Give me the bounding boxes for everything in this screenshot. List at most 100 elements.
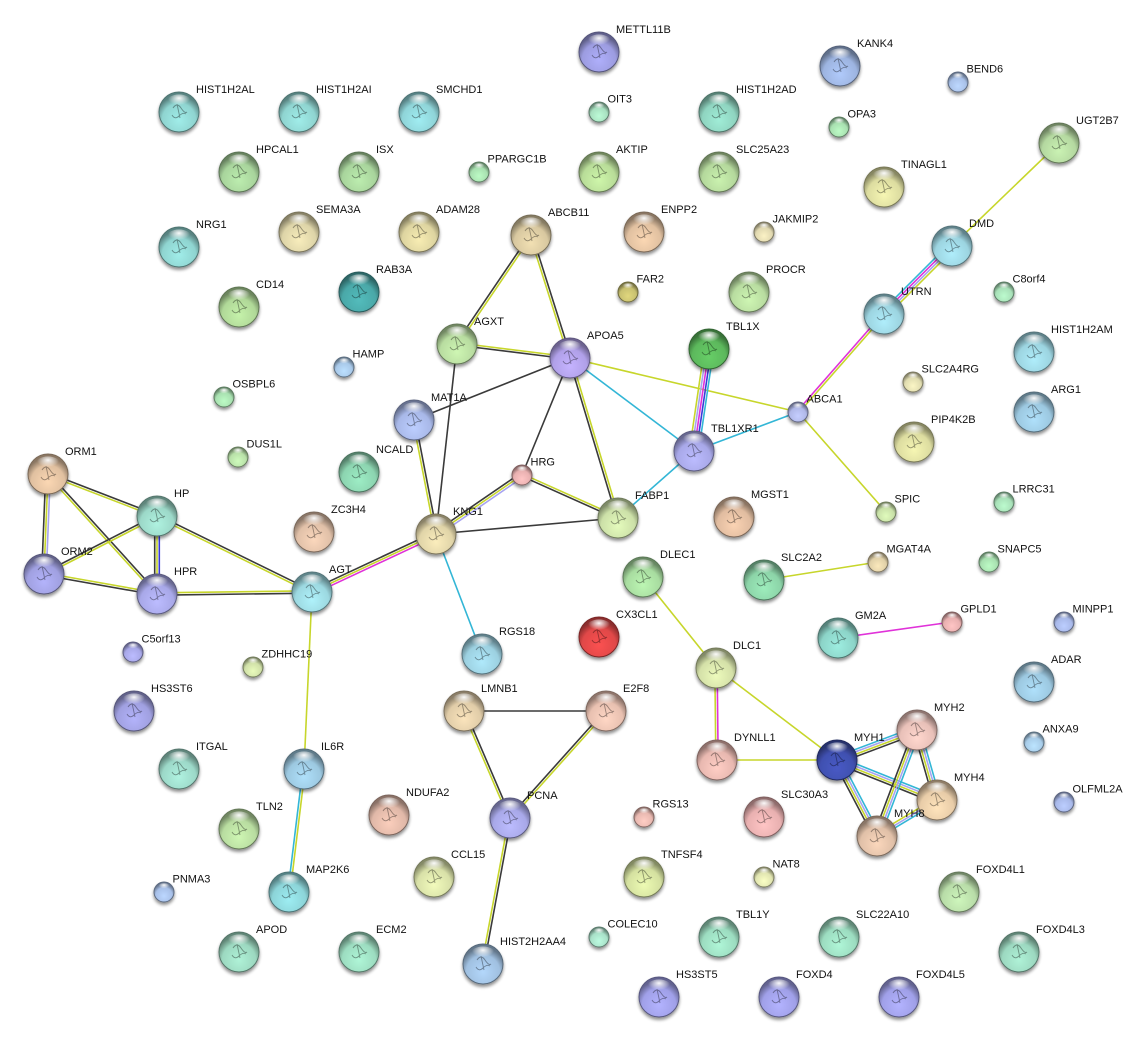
node-apod[interactable]: APOD xyxy=(218,924,287,973)
node-gpld1[interactable]: GPLD1 xyxy=(941,604,997,633)
node-agxt[interactable]: AGXT xyxy=(436,316,504,365)
edge-pcna-hist2h2aa4[interactable] xyxy=(481,817,512,965)
node-tln2[interactable]: TLN2 xyxy=(218,801,283,850)
node-abca1[interactable]: ABCA1 xyxy=(787,394,843,423)
node-kng1[interactable]: KNG1 xyxy=(415,506,483,555)
edge-orm1-hpr[interactable] xyxy=(46,472,159,596)
node-myh2[interactable]: MYH2 xyxy=(896,702,965,751)
node-far2[interactable]: FAR2 xyxy=(617,274,664,303)
node-pcna[interactable]: PCNA xyxy=(489,790,558,839)
node-cd14[interactable]: CD14 xyxy=(218,279,284,328)
edge-mat1a-apoa5[interactable] xyxy=(413,357,571,421)
node-fabp1[interactable]: FABP1 xyxy=(597,490,669,539)
node-arg1[interactable]: ARG1 xyxy=(1013,384,1081,433)
node-rgs18[interactable]: RGS18 xyxy=(461,626,535,675)
node-ncald[interactable]: NCALD xyxy=(338,444,413,493)
node-snapc5[interactable]: SNAPC5 xyxy=(978,544,1042,573)
node-slc2a4rg[interactable]: SLC2A4RG xyxy=(902,364,979,393)
node-agt[interactable]: AGT xyxy=(291,564,352,613)
node-isx[interactable]: ISX xyxy=(338,144,394,193)
node-zc3h4[interactable]: ZC3H4 xyxy=(293,504,366,553)
node-zdhhc19[interactable]: ZDHHC19 xyxy=(242,649,312,678)
node-dlc1[interactable]: DLC1 xyxy=(695,640,761,689)
edge-abcb11-apoa5[interactable] xyxy=(529,234,572,359)
node-hist1h2am[interactable]: HIST1H2AM xyxy=(1013,324,1113,373)
node-mgst1[interactable]: MGST1 xyxy=(713,489,789,538)
edge-apoa5-tbl1xr1[interactable] xyxy=(569,357,695,452)
node-enpp2[interactable]: ENPP2 xyxy=(623,204,697,253)
node-sema3a[interactable]: SEMA3A xyxy=(278,204,361,253)
edge-il6r-map2k6[interactable] xyxy=(287,768,306,893)
node-hs3st6[interactable]: HS3ST6 xyxy=(113,683,193,732)
node-tbl1xr1[interactable]: TBL1XR1 xyxy=(673,423,759,472)
node-osbpl6[interactable]: OSBPL6 xyxy=(213,379,275,408)
node-foxd4l1[interactable]: FOXD4L1 xyxy=(938,864,1025,913)
node-il6r[interactable]: IL6R xyxy=(283,741,344,790)
node-c8orf4[interactable]: C8orf4 xyxy=(993,274,1046,303)
node-tinagl1[interactable]: TINAGL1 xyxy=(863,159,947,208)
node-olfml2a[interactable]: OLFML2A xyxy=(1053,784,1123,813)
node-utrn[interactable]: UTRN xyxy=(863,286,932,335)
edge-kng1-agt[interactable] xyxy=(310,531,438,595)
node-spic[interactable]: SPIC xyxy=(875,494,920,523)
node-hist1h2ai[interactable]: HIST1H2AI xyxy=(278,84,372,133)
edge-apoa5-fabp1[interactable] xyxy=(568,357,620,519)
edge-hp-orm2[interactable] xyxy=(43,514,158,576)
node-foxd4l3[interactable]: FOXD4L3 xyxy=(998,924,1085,973)
node-hpcal1[interactable]: HPCAL1 xyxy=(218,144,299,193)
node-myh1[interactable]: MYH1 xyxy=(816,732,885,781)
node-myh8[interactable]: MYH8 xyxy=(856,808,925,857)
node-nat8[interactable]: NAT8 xyxy=(753,859,800,888)
edge-apoa5-abca1[interactable] xyxy=(569,357,799,413)
node-adam28[interactable]: ADAM28 xyxy=(398,204,480,253)
node-lrrc31[interactable]: LRRC31 xyxy=(993,484,1055,513)
edge-abca1-utrn[interactable] xyxy=(796,312,886,414)
edge-hpr-agt[interactable] xyxy=(156,590,313,596)
node-hist1h2ad[interactable]: HIST1H2AD xyxy=(698,84,797,133)
node-procr[interactable]: PROCR xyxy=(728,264,806,313)
node-ppargc1b[interactable]: PPARGC1B xyxy=(468,154,547,183)
edge-kng1-fabp1[interactable] xyxy=(435,517,619,535)
node-anxa9[interactable]: ANXA9 xyxy=(1023,724,1079,753)
node-mat1a[interactable]: MAT1A xyxy=(393,392,468,441)
node-jakmip2[interactable]: JAKMIP2 xyxy=(753,214,818,243)
node-ecm2[interactable]: ECM2 xyxy=(338,924,407,973)
edge-hp-agt[interactable] xyxy=(156,514,313,594)
edge-dmd-ugt2b7[interactable] xyxy=(951,142,1060,247)
node-slc25a23[interactable]: SLC25A23 xyxy=(698,144,789,193)
node-c5orf13[interactable]: C5orf13 xyxy=(122,634,181,663)
node-bend6[interactable]: BEND6 xyxy=(947,64,1003,93)
node-hs3st5[interactable]: HS3ST5 xyxy=(638,969,718,1018)
node-ccl15[interactable]: CCL15 xyxy=(413,849,485,898)
node-slc2a2[interactable]: SLC2A2 xyxy=(743,552,822,601)
node-foxd4l5[interactable]: FOXD4L5 xyxy=(878,969,965,1018)
node-rgs13[interactable]: RGS13 xyxy=(633,799,689,828)
node-orm1[interactable]: ORM1 xyxy=(27,446,97,495)
node-tbl1y[interactable]: TBL1Y xyxy=(698,909,770,958)
node-slc22a10[interactable]: SLC22A10 xyxy=(818,909,909,958)
edge-apoa5-hrg[interactable] xyxy=(521,357,571,476)
edge-kng1-rgs18[interactable] xyxy=(435,533,483,655)
edge-agxt-kng1[interactable] xyxy=(435,343,458,535)
node-apoa5[interactable]: APOA5 xyxy=(549,330,624,379)
node-foxd4[interactable]: FOXD4 xyxy=(758,969,833,1018)
edge-abca1-spic[interactable] xyxy=(797,411,887,513)
node-hrg[interactable]: HRG xyxy=(511,457,555,486)
node-dlec1[interactable]: DLEC1 xyxy=(622,549,695,598)
node-nrg1[interactable]: NRG1 xyxy=(158,219,227,268)
edge-e2f8-pcna[interactable] xyxy=(508,709,608,820)
node-abcb11[interactable]: ABCB11 xyxy=(510,207,589,256)
node-ndufa2[interactable]: NDUFA2 xyxy=(368,787,449,836)
node-dynll1[interactable]: DYNLL1 xyxy=(696,732,776,781)
node-oit3[interactable]: OIT3 xyxy=(588,94,632,123)
node-lmnb1[interactable]: LMNB1 xyxy=(443,683,518,732)
node-minpp1[interactable]: MINPP1 xyxy=(1053,604,1113,633)
node-mgat4a[interactable]: MGAT4A xyxy=(867,544,932,573)
node-e2f8[interactable]: E2F8 xyxy=(585,683,649,732)
node-cx3cl1[interactable]: CX3CL1 xyxy=(578,609,658,658)
node-hist1h2al[interactable]: HIST1H2AL xyxy=(158,84,255,133)
node-adar[interactable]: ADAR xyxy=(1013,654,1082,703)
node-tnfsf4[interactable]: TNFSF4 xyxy=(623,849,703,898)
node-mettl11b[interactable]: METTL11B xyxy=(578,24,671,73)
node-colec10[interactable]: COLEC10 xyxy=(588,919,658,948)
